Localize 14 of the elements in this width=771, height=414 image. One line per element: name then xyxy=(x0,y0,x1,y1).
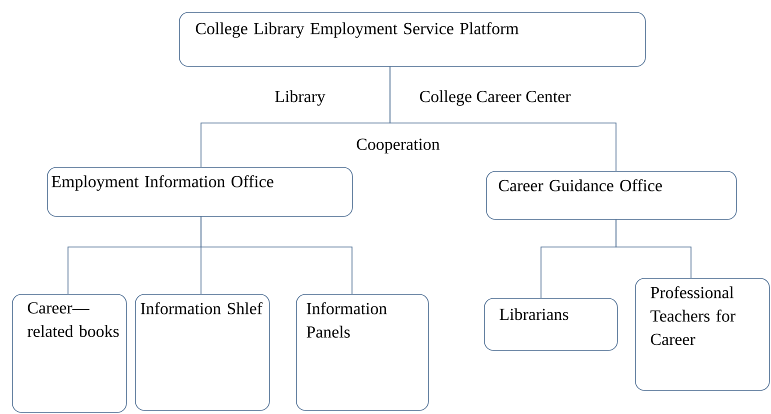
process-box: Librarians xyxy=(484,298,618,351)
process-box: Career— related books xyxy=(12,294,127,413)
text-label: Cooperation xyxy=(356,138,440,154)
process-box: College Library Employment Service Platform xyxy=(179,12,646,67)
process-box: Information Panels xyxy=(296,294,429,411)
process-box: Career Guidance Office xyxy=(486,171,737,220)
text-label: Library xyxy=(275,90,326,106)
connector-line xyxy=(390,66,616,172)
process-box: Employment Information Office xyxy=(47,167,353,217)
connector-line xyxy=(616,219,692,278)
text-label: College Career Center xyxy=(420,90,571,106)
process-box: Professional Teachers for Career xyxy=(635,278,770,391)
connector-line xyxy=(200,216,352,294)
process-box: Information Shlef xyxy=(135,294,270,411)
